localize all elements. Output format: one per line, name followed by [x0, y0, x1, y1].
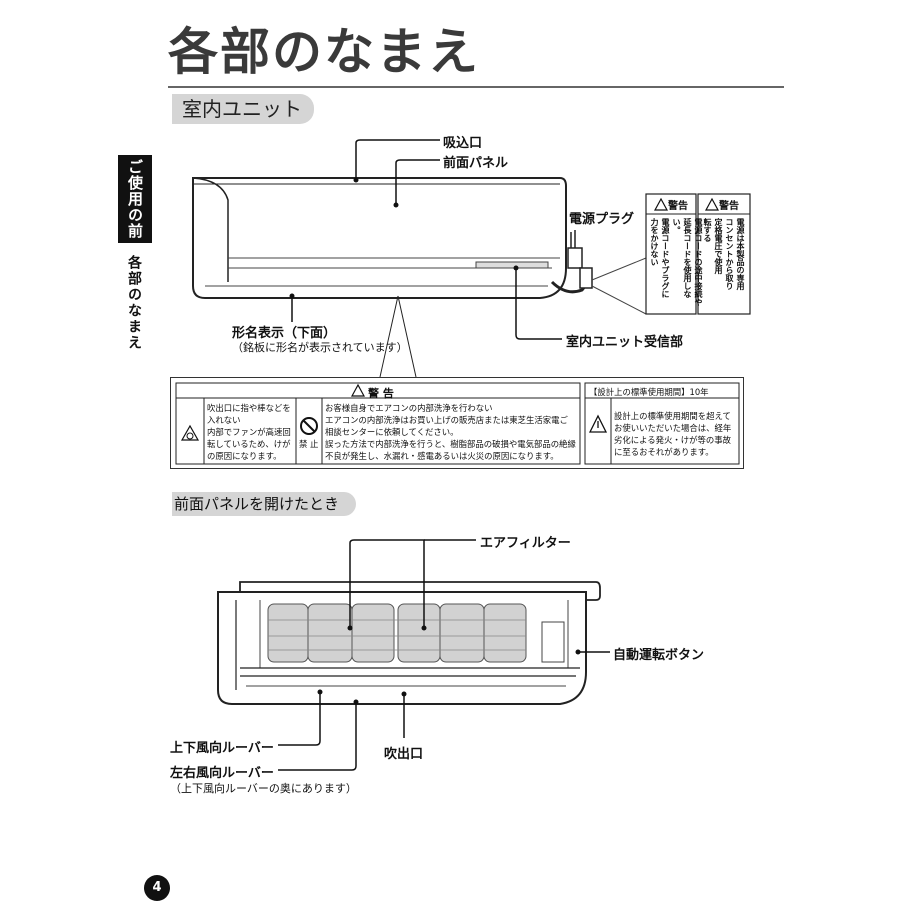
period-text: 設計上の標準使用期間を超えてお使いいただいた場合は、経年劣化による発火・けが等の…	[614, 411, 732, 457]
side-text: 各部のなまえ	[126, 255, 142, 351]
title-rule	[168, 86, 784, 88]
warning-col1: 吹出口に指や棒などを入れない内部でファンが高速回転しているため、けがの原因になり…	[207, 403, 291, 461]
label-air-filter: エアフィルター	[480, 536, 571, 551]
section-label: 室内ユニット	[172, 94, 314, 124]
label-power-plug: 電源プラグ	[569, 212, 635, 227]
label-vertical-louver: 上下風向ルーバー	[170, 741, 274, 756]
period-title: 【設計上の標準使用期間】10年	[589, 387, 709, 397]
label-auto-button: 自動運転ボタン	[613, 648, 705, 663]
warning-title: 警 告	[368, 387, 394, 400]
label-outlet: 吹出口	[384, 747, 424, 762]
label-intake: 吸込口	[443, 136, 483, 151]
hand-in-outlet-icon	[180, 424, 200, 441]
label-model-display: 形名表示（下面）	[232, 326, 337, 341]
warning-box	[170, 377, 744, 469]
label-receiver: 室内ユニット受信部	[566, 335, 684, 350]
warning-col2: お客様自身でエアコンの内部洗浄を行わないエアコンの内部洗浄はお買い上げの販売店ま…	[325, 403, 576, 461]
air-filter-right	[397, 603, 527, 663]
plug-tag-right-text: 電源は本製品の専用コンセントから取り定格電圧で使用転する	[703, 218, 745, 290]
page-title: 各部のなまえ	[168, 23, 480, 81]
prohibit-label: 禁 止	[299, 439, 319, 449]
label-model-display-note: （銘板に形名が表示されています）	[232, 341, 408, 354]
label-horizontal-louver-note: （上下風向ルーバーの奥にあります）	[170, 782, 357, 795]
label-front-panel: 前面パネル	[443, 156, 509, 171]
air-filter-left	[267, 603, 395, 663]
open-panel-heading: 前面パネルを開けたとき	[172, 492, 356, 516]
warning-triangle-icon	[588, 414, 608, 433]
page-number: 4	[144, 875, 170, 901]
plug-tag-right-title: 警告	[719, 201, 739, 212]
warning-triangle-icon	[350, 383, 366, 397]
side-tab: ご使用の前に	[92, 155, 152, 243]
plug-tag-left-text: 電源コードの途中接続や延長コードを使用しない。電源コードやプラグに力をかけない	[650, 218, 703, 306]
label-horizontal-louver: 左右風向ルーバー	[170, 766, 274, 781]
plug-tag-left-title: 警告	[668, 201, 688, 212]
warning-triangle-icon	[704, 197, 720, 211]
warning-triangle-icon	[653, 197, 669, 211]
prohibit-icon	[300, 417, 318, 435]
